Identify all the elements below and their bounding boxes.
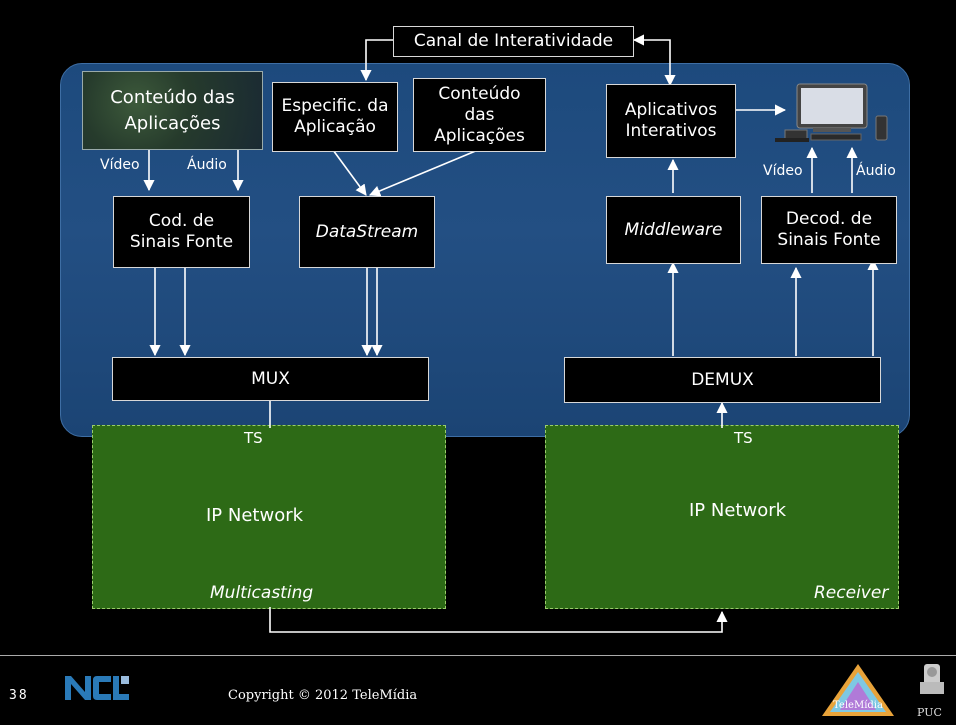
page-number: 38 <box>9 688 29 703</box>
cod-sinais-fonte-box: Cod. de Sinais Fonte <box>113 196 250 268</box>
ts-label-left: TS <box>244 429 263 447</box>
decod-sinais-fonte-box: Decod. de Sinais Fonte <box>761 196 897 264</box>
network-area-left <box>92 425 446 609</box>
tv-computer-icon <box>775 82 893 144</box>
telemidia-logo: TeleMídia <box>820 662 896 722</box>
footer-divider <box>0 655 956 656</box>
aplicativos-interativos-box: Aplicativos Interativos <box>606 84 736 158</box>
audio-label-left: Áudio <box>187 157 227 173</box>
puc-logo <box>912 660 952 710</box>
conteudo-aplicacoes-image: Conteúdo das Aplicações <box>82 71 263 150</box>
copyright-text: Copyright © 2012 TeleMídia <box>228 688 418 703</box>
ip-network-label-left: IP Network <box>206 505 304 526</box>
canal-interatividade-box: Canal de Interatividade <box>393 26 634 57</box>
demux-box: DEMUX <box>564 357 881 403</box>
middleware-box: Middleware <box>606 196 741 264</box>
network-area-right <box>545 425 899 609</box>
audio-label-right: Áudio <box>856 163 896 179</box>
svg-text:TeleMídia: TeleMídia <box>833 700 883 711</box>
mux-box: MUX <box>112 357 429 401</box>
puc-text: PUC <box>917 706 942 719</box>
multicasting-label: Multicasting <box>210 583 314 603</box>
video-label-left: Vídeo <box>100 157 140 173</box>
ip-network-label-right: IP Network <box>689 500 787 521</box>
ncl-logo <box>63 672 133 706</box>
video-label-right: Vídeo <box>763 163 803 179</box>
datastream-box: DataStream <box>299 196 435 268</box>
especific-aplicacao-box: Especific. da Aplicação <box>272 82 398 152</box>
conteudo-aplicacoes-box: Conteúdo das Aplicações <box>413 78 546 152</box>
receiver-label: Receiver <box>814 583 889 603</box>
ts-label-right: TS <box>734 429 753 447</box>
